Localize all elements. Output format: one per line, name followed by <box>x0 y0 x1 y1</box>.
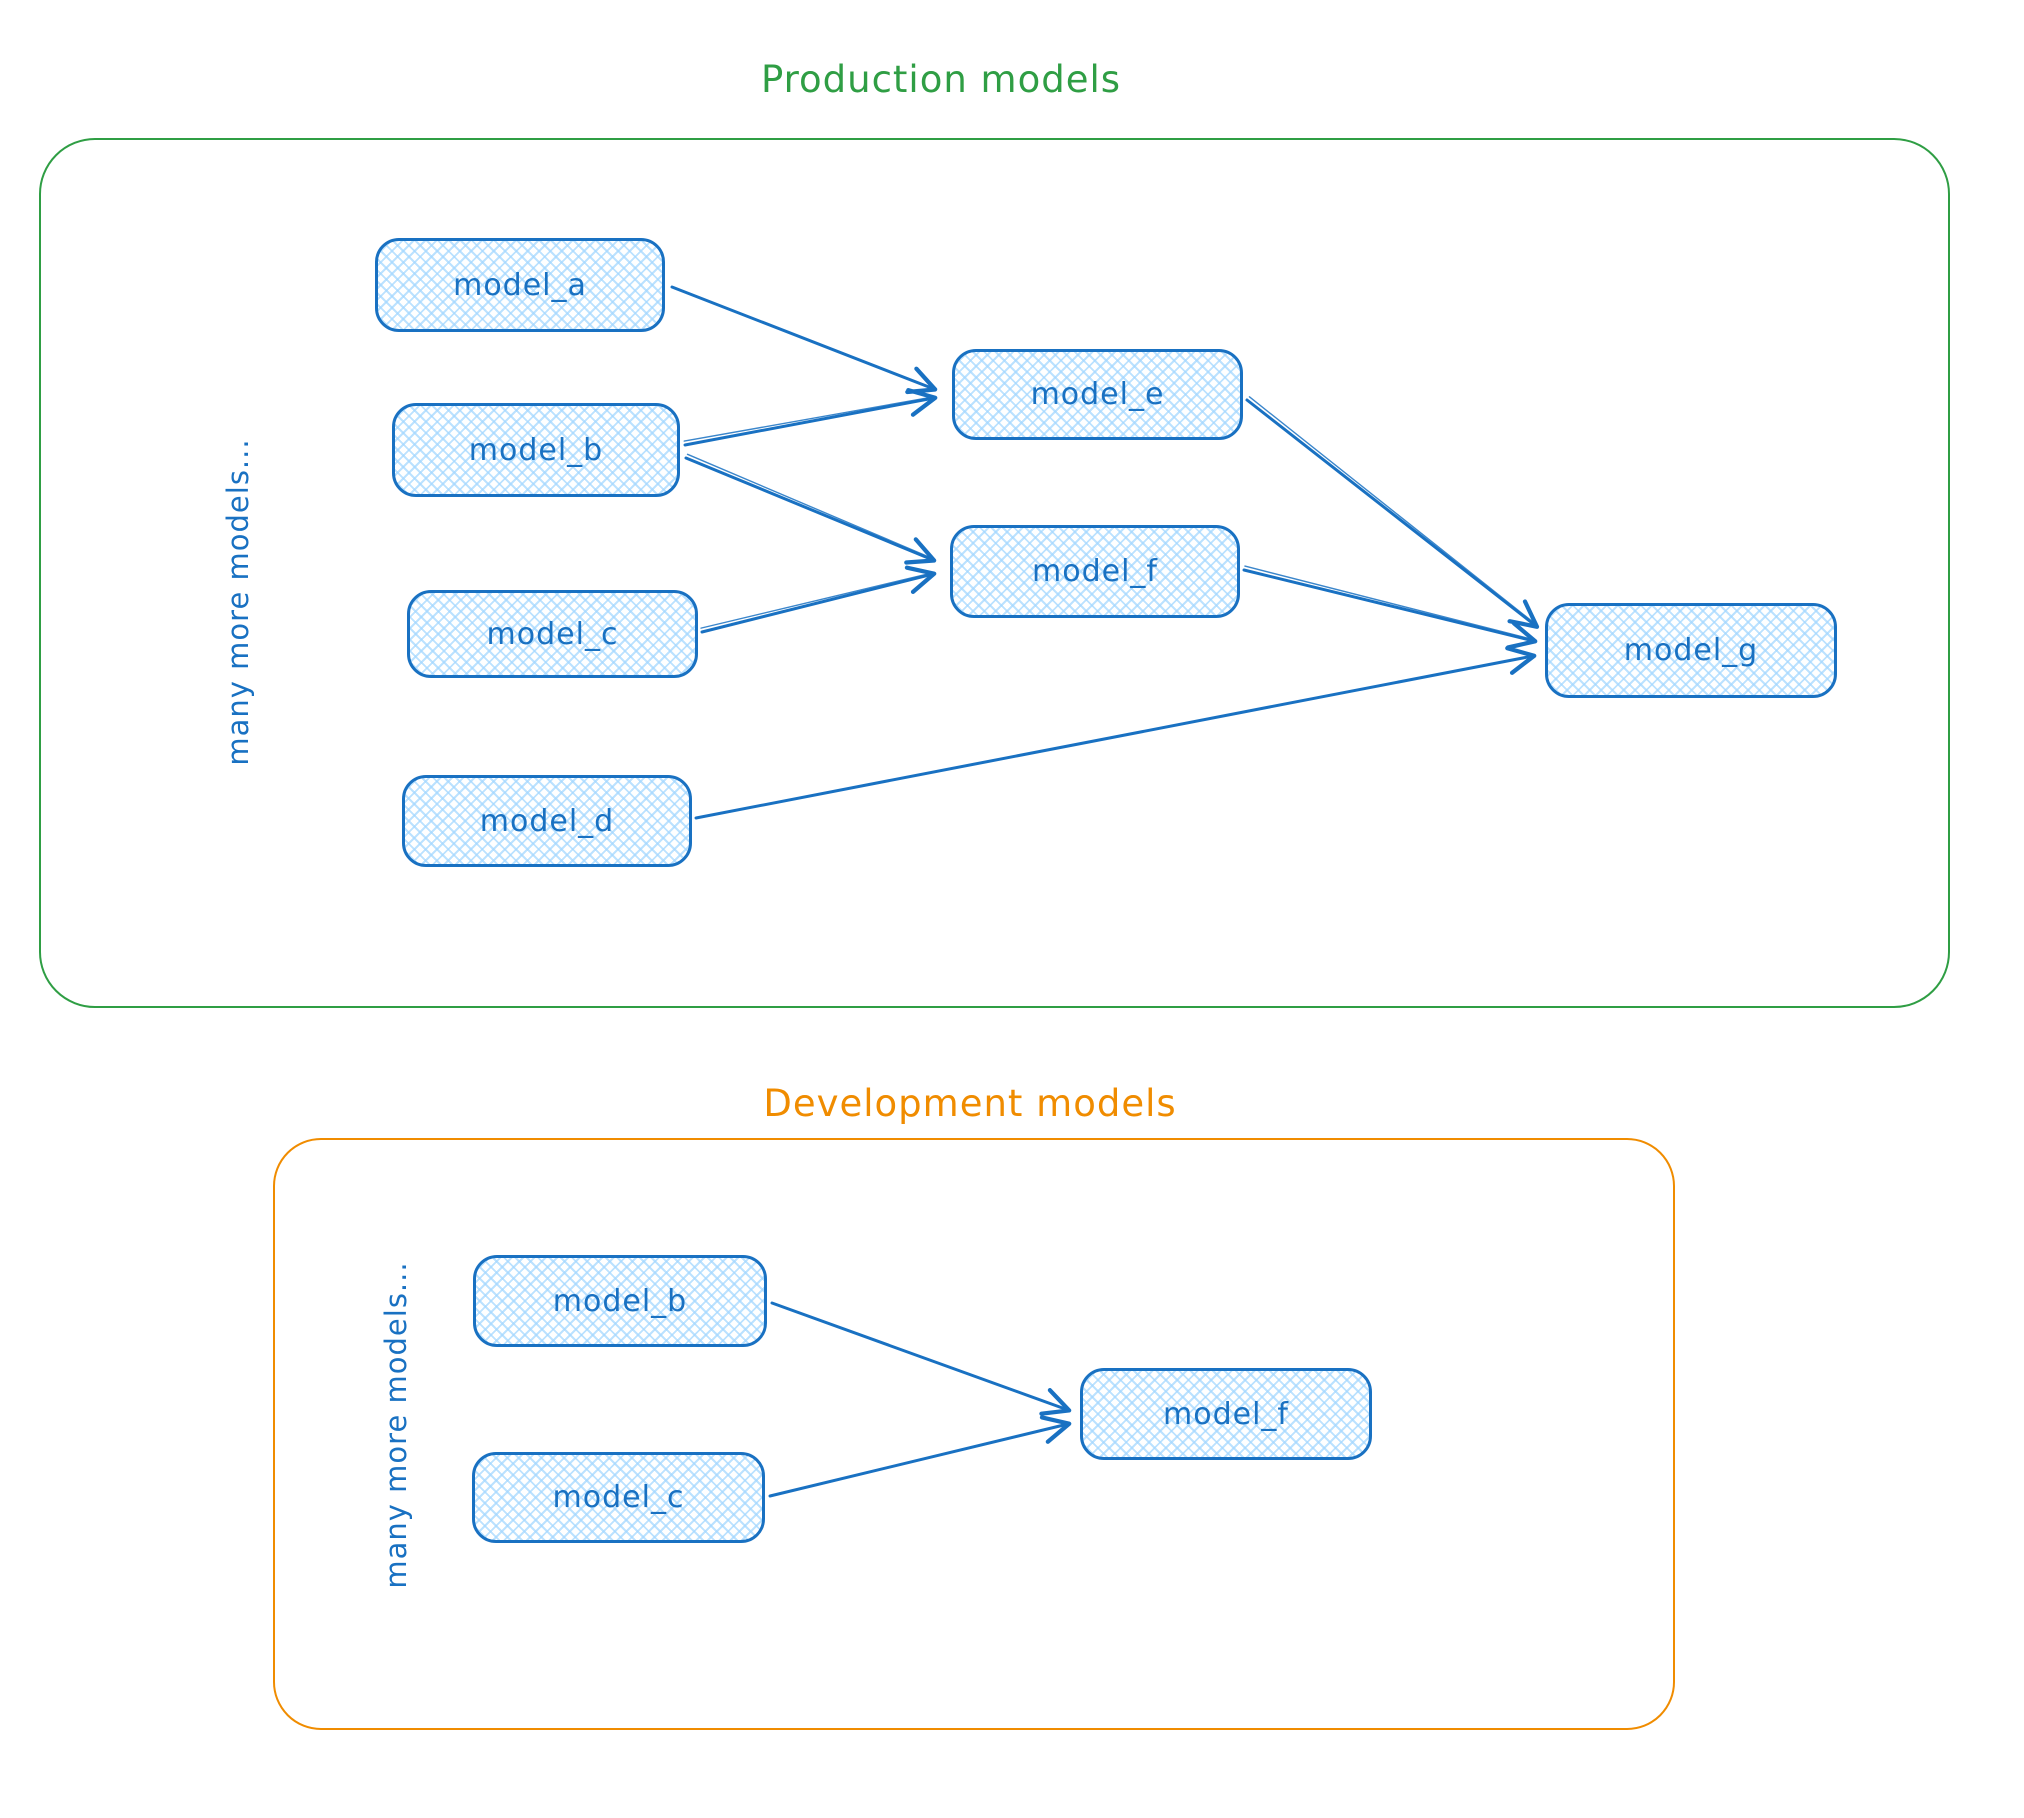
node-prod-model_f: model_f <box>950 525 1240 618</box>
node-label: model_b <box>468 432 604 468</box>
node-label: model_f <box>1163 1396 1289 1432</box>
node-label: model_e <box>1030 377 1165 412</box>
node-label: model_d <box>479 803 615 839</box>
node-prod-model_e: model_e <box>952 349 1243 440</box>
node-label: model_b <box>552 1283 688 1319</box>
node-label: model_g <box>1623 633 1759 668</box>
node-dev-model_b: model_b <box>473 1255 767 1347</box>
node-label: model_f <box>1032 554 1158 589</box>
node-dev-model_f: model_f <box>1080 1368 1372 1460</box>
production-section-title: Production models <box>760 58 1122 101</box>
development-section-title: Development models <box>763 1082 1177 1125</box>
production-section-frame <box>39 138 1950 1008</box>
node-prod-model_b: model_b <box>392 403 680 497</box>
node-label: model_c <box>486 616 619 652</box>
node-label: model_a <box>453 267 587 303</box>
node-prod-model_c: model_c <box>407 590 698 678</box>
node-prod-model_g: model_g <box>1545 603 1837 698</box>
node-prod-model_a: model_a <box>375 238 665 332</box>
node-label: model_c <box>552 1480 685 1515</box>
node-dev-model_c: model_c <box>472 1452 765 1543</box>
development-side-label: many more models... <box>379 1261 413 1589</box>
node-prod-model_d: model_d <box>402 775 692 867</box>
development-section-frame <box>273 1138 1675 1730</box>
production-side-label: many more models... <box>221 438 255 766</box>
